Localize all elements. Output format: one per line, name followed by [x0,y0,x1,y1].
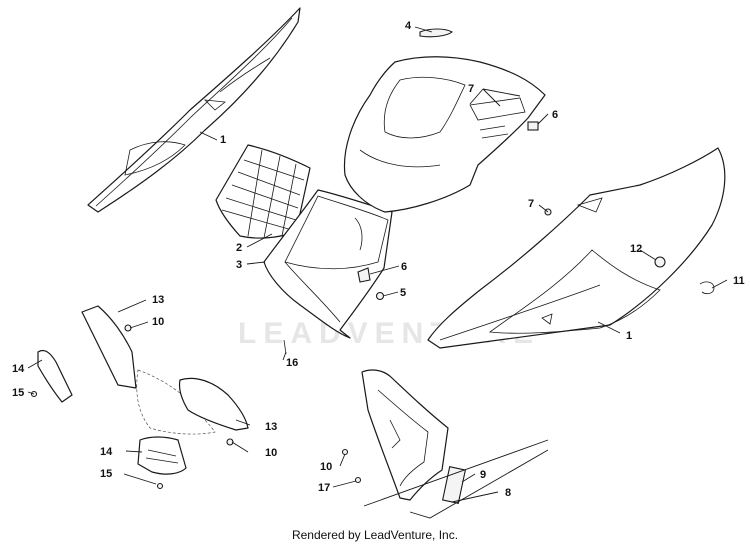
screw-part-5 [375,291,385,301]
bracket-lines [363,439,549,519]
callout-5: 5 [400,287,406,299]
reflector-part-9 [441,466,467,504]
clip-part-6b [357,267,371,283]
callout-8: 8 [505,487,511,499]
callout-7-right: 7 [528,198,534,210]
callout-3: 3 [236,259,242,271]
callout-6-top: 6 [552,109,558,121]
callout-17: 17 [318,482,330,494]
clip-part-6 [527,121,539,131]
callout-1-left: 1 [220,134,226,146]
callout-10-lower: 10 [265,447,277,459]
lower-right-assembly [341,369,549,519]
callout-15-upper: 15 [12,387,24,399]
callout-9: 9 [480,469,486,481]
side-panel-right [427,147,726,349]
callout-1-right: 1 [626,330,632,342]
screw-part-16 [283,339,287,355]
callout-13-lower: 13 [265,421,277,433]
footer-credit: Rendered by LeadVenture, Inc. [291,528,459,542]
callout-4: 4 [405,20,412,32]
leader-lines [27,26,728,503]
fastener-part-11 [699,281,715,295]
callout-labels: 1 1 2 3 4 5 6 6 7 7 8 9 10 10 10 11 12 1… [12,20,745,499]
callout-12: 12 [630,243,642,255]
grommet-part-12 [654,256,666,268]
callout-11: 11 [733,275,745,287]
side-panel-left [87,7,301,213]
callout-15-lower: 15 [100,468,112,480]
grille-insert [215,144,311,239]
callout-14-lower: 14 [100,446,113,458]
callout-7-top: 7 [468,83,474,95]
callout-10-upper: 10 [152,316,164,328]
callout-16: 16 [286,357,298,369]
callout-6-mid: 6 [401,261,407,273]
callout-10-right: 10 [320,461,332,473]
callout-13-upper: 13 [152,294,164,306]
callout-2: 2 [236,242,242,254]
upper-shroud [343,28,546,213]
callout-14-upper: 14 [12,363,25,375]
lower-left-assembly [30,305,249,490]
